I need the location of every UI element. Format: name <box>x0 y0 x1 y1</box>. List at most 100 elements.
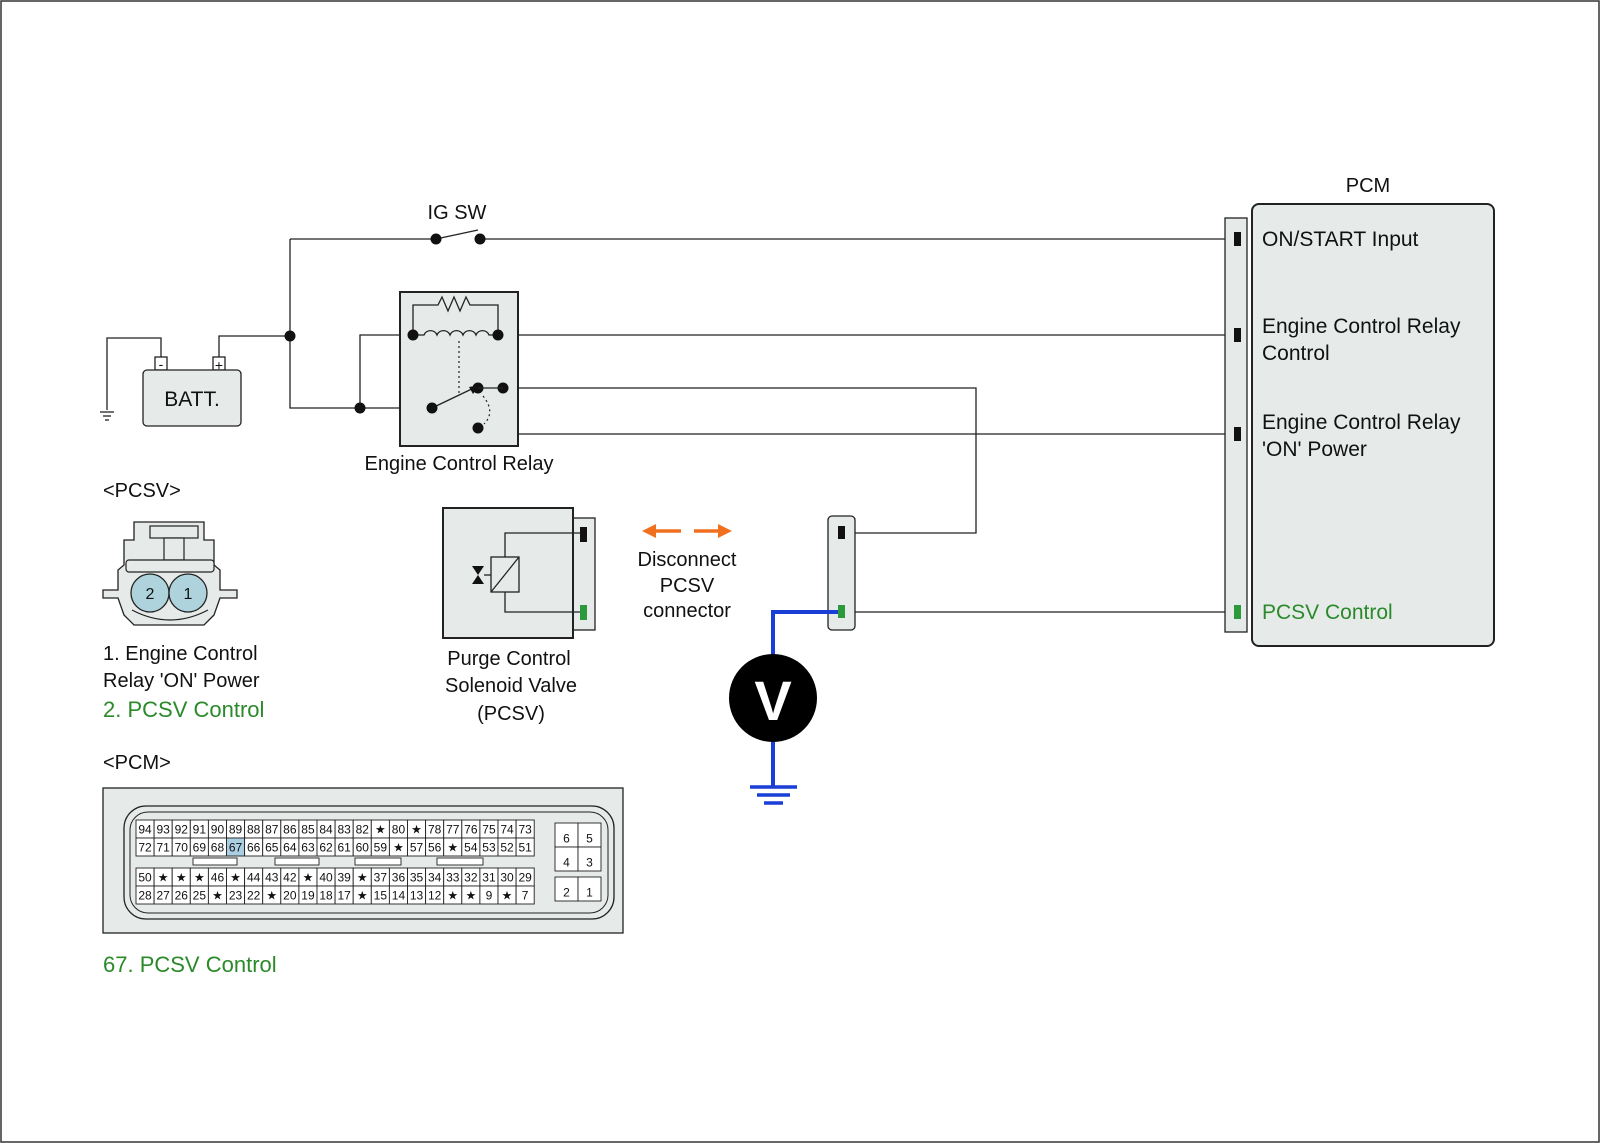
pin-number: 73 <box>518 823 532 837</box>
pin-number: 63 <box>301 841 315 855</box>
pin-number: 71 <box>156 841 170 855</box>
pin-number: ★ <box>357 871 368 885</box>
pin-number: 50 <box>138 871 152 885</box>
voltmeter-icon: V <box>754 669 791 732</box>
pcm-pin-ecr-power <box>1234 427 1241 441</box>
pin-number: 15 <box>374 889 388 903</box>
ground-icon <box>100 411 114 421</box>
pin-cell <box>515 837 535 857</box>
pin-number: 77 <box>446 823 460 837</box>
pcm-title: PCM <box>1346 175 1390 197</box>
pcm-on-start-label: ON/START Input <box>1262 228 1419 251</box>
pin-number: 20 <box>283 889 297 903</box>
pin-number: ★ <box>158 871 169 885</box>
pin-number: 19 <box>301 889 315 903</box>
pin-number: 9 <box>486 889 493 903</box>
pin-number: 40 <box>319 871 333 885</box>
pin-number: 53 <box>482 841 496 855</box>
pin-number: 27 <box>156 889 170 903</box>
pin-number: 86 <box>283 823 297 837</box>
pin-number: 26 <box>175 889 189 903</box>
valve-label-1: Purge Control <box>447 648 570 670</box>
pin-number: 69 <box>193 841 207 855</box>
pin-number: ★ <box>502 889 513 903</box>
pin-number: ★ <box>465 889 476 903</box>
pin-number: 46 <box>211 871 225 885</box>
pin-number: 82 <box>356 823 370 837</box>
pin-number: 91 <box>193 823 207 837</box>
pin-number: 75 <box>482 823 496 837</box>
pin-number: 12 <box>428 889 442 903</box>
pin-number: ★ <box>194 871 205 885</box>
battery-label: BATT. <box>164 388 220 411</box>
pin-number: 51 <box>518 841 532 855</box>
pin-cell <box>515 885 535 905</box>
pcm-ecr-power-label: Engine Control Relay <box>1262 411 1461 434</box>
pin-number: 85 <box>301 823 315 837</box>
pin-number: 56 <box>428 841 442 855</box>
pin-number: 83 <box>337 823 351 837</box>
pin-number: ★ <box>212 889 223 903</box>
pin-number: 93 <box>156 823 170 837</box>
engine-control-relay: Engine Control Relay <box>365 291 554 475</box>
pin-number: 61 <box>337 841 351 855</box>
pcm-pin-on-start <box>1234 232 1241 246</box>
disconnect-text-3: connector <box>643 600 731 622</box>
connector-key <box>436 857 484 866</box>
valve-label-2: Solenoid Valve <box>445 675 577 697</box>
pin-number: 36 <box>392 871 406 885</box>
pin-number: 74 <box>500 823 514 837</box>
pcsv-pin-2-label: 2 <box>146 586 155 603</box>
junction-dots <box>284 330 366 414</box>
pin-number: 17 <box>337 889 351 903</box>
pcsv-header: <PCSV> <box>103 480 181 502</box>
pin-cell <box>577 876 602 902</box>
pin-number: 34 <box>428 871 442 885</box>
ig-sw-label: IG SW <box>428 202 487 224</box>
pcm-ecr-power-label-2: 'ON' Power <box>1262 438 1367 461</box>
pin-number: ★ <box>447 889 458 903</box>
pcm-ecr-control-label-2: Control <box>1262 342 1330 365</box>
pin-number: 60 <box>356 841 370 855</box>
pin-number: ★ <box>266 889 277 903</box>
pin-number: 80 <box>392 823 406 837</box>
pcsv-pin-1-label: 1 <box>184 586 193 603</box>
pin-number: 72 <box>138 841 152 855</box>
pin-number: ★ <box>393 841 404 855</box>
pin-number: 30 <box>500 871 514 885</box>
pin-number: 42 <box>283 871 297 885</box>
pin-number: 37 <box>374 871 388 885</box>
pin-cell <box>577 846 602 872</box>
pin-number: 90 <box>211 823 225 837</box>
side-pin-number: 2 <box>563 886 570 900</box>
pin-number: 78 <box>428 823 442 837</box>
relay-label: Engine Control Relay <box>365 453 554 475</box>
pcsv-legend-1b: Relay 'ON' Power <box>103 670 260 692</box>
pin-number: 44 <box>247 871 261 885</box>
pin-number: 29 <box>518 871 532 885</box>
side-pin-number: 3 <box>586 856 593 870</box>
pin-number: 87 <box>265 823 279 837</box>
pin-number: 22 <box>247 889 261 903</box>
pin-number: 84 <box>319 823 333 837</box>
pin-number: 92 <box>175 823 189 837</box>
pin-number: 43 <box>265 871 279 885</box>
disconnect-arrows-icon <box>642 524 732 538</box>
valve-label-3: (PCSV) <box>477 703 545 725</box>
connector-key <box>354 857 402 866</box>
pcm-legend: 67. PCSV Control <box>103 952 277 977</box>
pcm-ecr-control-label: Engine Control Relay <box>1262 315 1461 338</box>
pcsv-harness-connector <box>827 515 856 631</box>
connector-key <box>274 857 320 866</box>
pin-number: ★ <box>411 823 422 837</box>
pin-number: ★ <box>230 871 241 885</box>
pin-number: 66 <box>247 841 261 855</box>
pin-number: 39 <box>337 871 351 885</box>
pin-number: ★ <box>176 871 187 885</box>
pin-number: 64 <box>283 841 297 855</box>
side-pin-number: 4 <box>563 856 570 870</box>
